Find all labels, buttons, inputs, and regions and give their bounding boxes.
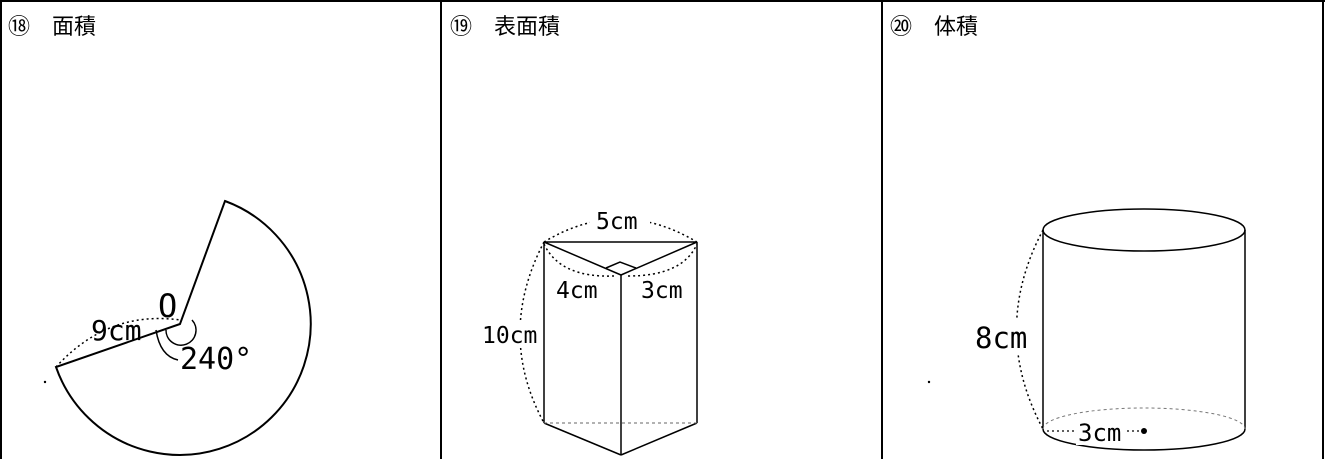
cylinder-radius-label: 3cm bbox=[1078, 419, 1121, 447]
sector-angle-arc bbox=[165, 319, 197, 346]
prism-top-edge-label: 5cm bbox=[596, 209, 638, 235]
cylinder-height-label: 8cm bbox=[975, 321, 1027, 355]
sector-center-label: O bbox=[158, 287, 177, 325]
prism-right-edge-label: 3cm bbox=[641, 278, 683, 304]
prism-left-dotted-arc bbox=[543, 243, 615, 277]
sector-radius-label: 9cm bbox=[91, 314, 142, 347]
prism-right-dotted-arc bbox=[627, 243, 698, 277]
cylinder-bottom-back-arc bbox=[1042, 407, 1246, 430]
cylinder-height-label-mask bbox=[972, 318, 1030, 354]
prism-height-label-mask bbox=[480, 320, 532, 348]
problem-18-number: ⑱ bbox=[8, 15, 31, 40]
cylinder-center-dot bbox=[1141, 428, 1147, 434]
cylinder-top-ellipse bbox=[1042, 208, 1246, 252]
prism-bottom-right-edge bbox=[620, 422, 698, 456]
sector-angle-label: 240° bbox=[180, 342, 252, 377]
cylinder-stray-dot bbox=[927, 380, 931, 384]
cylinder-height-dotted-arc bbox=[1015, 229, 1044, 430]
prism-left-edge-label: 4cm bbox=[556, 278, 598, 304]
table-divider-2 bbox=[881, 0, 883, 459]
prism-top-label-mask bbox=[590, 206, 650, 232]
problem-18-heading: ⑱ 面積 bbox=[8, 14, 96, 42]
table-top-border bbox=[0, 0, 1325, 2]
cylinder-radius-label-mask bbox=[1076, 417, 1126, 445]
cylinder-figure: 8cm 3cm bbox=[927, 208, 1246, 451]
problem-19-heading: ⑲ 表面積 bbox=[450, 14, 560, 42]
problem-20-heading: ⑳ 体積 bbox=[890, 14, 978, 42]
problem-19-number: ⑲ bbox=[450, 15, 473, 40]
table-right-border bbox=[1322, 0, 1324, 459]
table-divider-1 bbox=[440, 0, 442, 459]
prism-figure: 5cm 10cm 4cm 3cm bbox=[480, 206, 698, 456]
sector-angle-pointer bbox=[155, 329, 179, 361]
problem-19-title: 表面積 bbox=[494, 15, 561, 40]
sector-radius-dotted-arc bbox=[55, 317, 181, 368]
sector-outline bbox=[54, 199, 312, 456]
sector-stray-dot bbox=[43, 380, 47, 384]
prism-top-face bbox=[543, 241, 698, 276]
problem-20-number: ⑳ bbox=[890, 15, 913, 40]
problem-20-title: 体積 bbox=[934, 15, 979, 40]
sector-figure: 9cm O 240° bbox=[43, 199, 312, 456]
table-left-border bbox=[0, 0, 2, 459]
prism-height-label: 10cm bbox=[482, 323, 537, 349]
cylinder-bottom-front-arc bbox=[1042, 428, 1246, 451]
problem-18-title: 面積 bbox=[52, 15, 97, 40]
prism-right-angle-mark bbox=[605, 261, 637, 269]
prism-bottom-left-edge bbox=[543, 422, 622, 456]
